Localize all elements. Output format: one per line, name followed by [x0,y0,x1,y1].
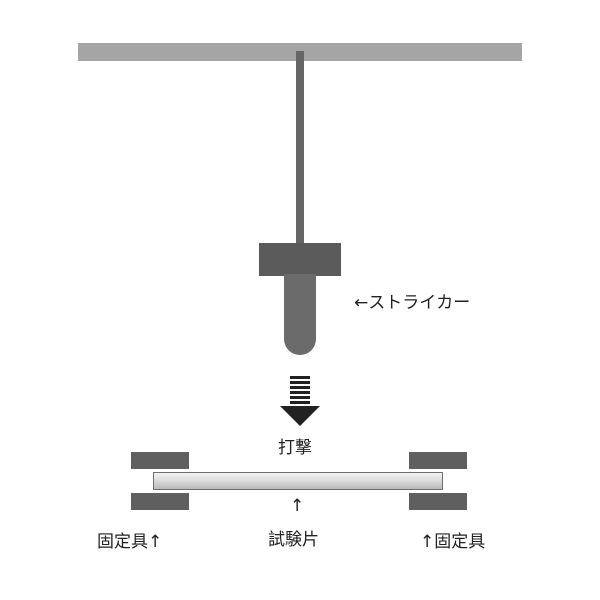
impact-label: 打撃 [278,438,312,458]
striker-tip [284,274,316,355]
right-upper-clamp [409,452,467,469]
striker-label: ←ストライカー [354,293,471,313]
specimen-label: 試験片 [268,530,319,550]
left-fixture-label: 固定具↑ [97,532,163,552]
left-upper-clamp [131,452,189,469]
down-arrow-icon [280,376,320,426]
right-lower-clamp [409,493,467,510]
striker-rod [296,51,304,246]
test-specimen [153,472,443,490]
striker-head [259,243,341,276]
specimen-pointer-arrow: ↑ [290,496,305,516]
left-lower-clamp [131,493,189,510]
right-fixture-label: ↑固定具 [420,532,486,552]
